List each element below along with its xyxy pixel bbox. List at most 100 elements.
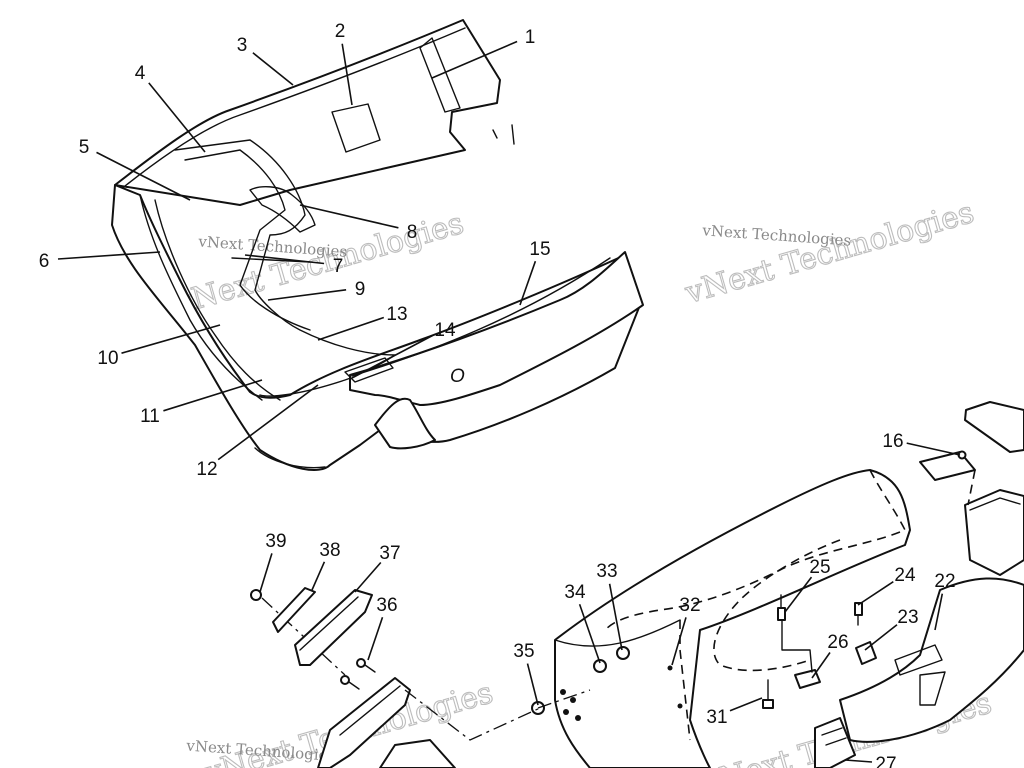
dash-inner-panel-2: [184, 149, 311, 331]
leader-32: [671, 617, 687, 666]
callout-33: 33: [596, 561, 617, 582]
screw-39: [250, 589, 262, 601]
lower-stub: [379, 739, 456, 768]
grommet-34: [593, 659, 607, 673]
callout-15: 15: [529, 239, 550, 260]
small-tick-a: [492, 129, 498, 139]
leader-5: [96, 151, 191, 201]
callout-24: 24: [894, 565, 916, 586]
callout-36: 36: [376, 595, 397, 616]
callout-12: 12: [196, 459, 217, 480]
watermark-small-1: vNext Technologies: [197, 232, 348, 260]
bottom-skirt: [254, 447, 326, 469]
side-panel-22-tab: [919, 671, 946, 706]
callout-27: 27: [875, 754, 896, 768]
callout-9: 9: [355, 279, 366, 300]
hood-top-panel: [114, 19, 501, 206]
console-hidden-inner: [713, 539, 841, 672]
leader-6: [57, 251, 161, 260]
console-top-edge: [554, 619, 681, 647]
side-panel-22: [839, 577, 1024, 743]
leader-lines: [57, 40, 961, 763]
callout-39: 39: [265, 531, 286, 552]
leader-25: [784, 576, 813, 613]
label-panel-2: [331, 103, 381, 153]
front-bumper-bar: [349, 251, 644, 406]
bracket-37-inner: [299, 596, 359, 651]
callout-14: 14: [434, 320, 456, 341]
callout-13: 13: [386, 304, 407, 325]
mount-bracket-lower: [317, 677, 411, 768]
callout-26: 26: [827, 632, 848, 653]
callout-10: 10: [97, 348, 118, 369]
leader-10: [121, 324, 221, 354]
bezel-left-inner: [139, 194, 263, 401]
clip-23: [855, 641, 877, 665]
vent-cavity: [249, 186, 316, 233]
callout-37: 37: [379, 543, 400, 564]
latch-27: [814, 717, 856, 768]
bracket-group: [250, 587, 541, 768]
leader-27: [844, 759, 873, 763]
latch-27-detail: [821, 727, 847, 746]
leader-33: [608, 583, 623, 651]
leader-7: [244, 254, 325, 265]
watermark-small-2: vNext Technologies: [701, 221, 852, 249]
small-tick-b: [511, 124, 515, 145]
oval-mark: O: [450, 366, 465, 387]
callout-34: 34: [564, 582, 586, 603]
cover-block: [919, 451, 976, 481]
callout-2: 2: [335, 21, 346, 42]
side-panel-22-decal: [894, 644, 943, 676]
hood-assembly: O: [111, 19, 644, 471]
bolt-24: [854, 602, 863, 626]
callout-1: 1: [525, 27, 536, 48]
callout-4: 4: [135, 63, 146, 84]
callout-31: 31: [706, 707, 727, 728]
bumper-top-edge: [351, 257, 611, 377]
callout-38: 38: [319, 540, 340, 561]
callout-11: 11: [140, 406, 160, 427]
callout-32: 32: [679, 595, 700, 616]
leader-12: [217, 384, 319, 461]
leader-34: [578, 603, 601, 664]
axis-line-35: [537, 689, 591, 709]
callout-3: 3: [237, 35, 248, 56]
tray-hidden-line: [967, 469, 976, 506]
leader-24: [857, 581, 894, 606]
leader-8: [299, 204, 399, 229]
grommet-33: [616, 646, 630, 660]
callout-35: 35: [513, 641, 534, 662]
screw-36a: [356, 658, 376, 673]
leader-39: [259, 553, 273, 593]
mount-bracket-lower-edge: [339, 685, 401, 736]
watermark-outline-1: vNext Technologies: [171, 206, 468, 322]
bracket-37: [294, 589, 373, 666]
callout-6: 6: [39, 251, 50, 272]
leader-22: [934, 593, 944, 631]
headlight-cutout: [374, 397, 436, 450]
leader-1: [431, 40, 518, 79]
strip-38: [272, 587, 316, 633]
bracket-26-wire: [781, 619, 813, 673]
leader-15: [519, 260, 537, 306]
leader-11: [163, 379, 263, 412]
hood-top-edge: [119, 27, 466, 191]
watermark-outline-2: vNext Technologies: [681, 195, 978, 311]
screw-36b: [340, 675, 360, 690]
tray-housing-inner: [969, 497, 1021, 511]
console-body: [531, 401, 1024, 768]
leader-9: [267, 289, 347, 301]
label-panel-1: [419, 37, 461, 113]
callout-5: 5: [79, 137, 90, 158]
decal-14: [344, 357, 394, 383]
cover-plate-top: [964, 401, 1024, 453]
callout-22: 22: [934, 571, 955, 592]
leader-36: [367, 617, 384, 661]
console-holes: [560, 665, 683, 721]
leader-3: [252, 52, 294, 86]
leader-37: [354, 561, 382, 593]
callout-8: 8: [407, 222, 418, 243]
